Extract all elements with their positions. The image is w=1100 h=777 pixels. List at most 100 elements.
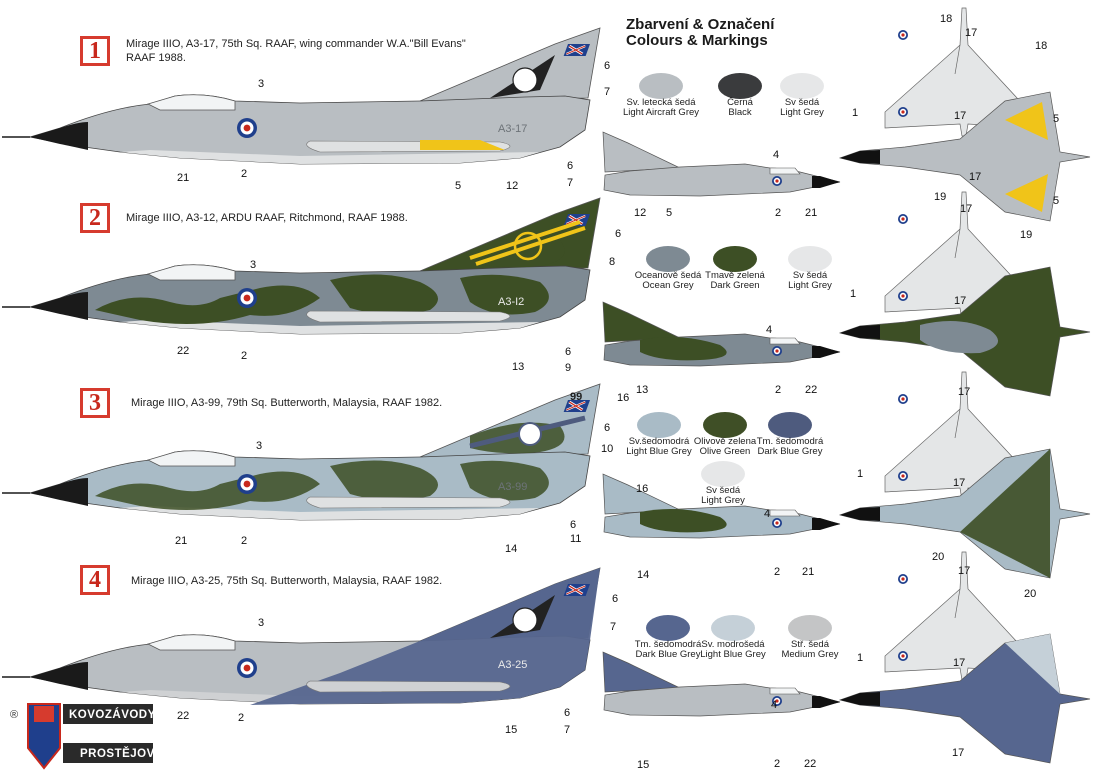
canopy [146, 264, 236, 281]
callout-number: 21 [177, 172, 190, 184]
variant-badge-3: 3 [80, 388, 110, 418]
callout-number: 13 [636, 384, 649, 396]
logo-line-2: PROSTĚJOV [80, 748, 155, 760]
serial-number: A3-17 [498, 123, 527, 135]
callout-number: 2 [775, 384, 782, 396]
callout-number: 1 [852, 107, 859, 119]
callout-number: 15 [505, 724, 518, 736]
canopy [769, 687, 801, 695]
callout-number: 7 [610, 621, 617, 633]
nose-radome [30, 662, 88, 690]
callout-number: 17 [958, 386, 971, 398]
yellow-stripe [420, 140, 505, 150]
roundel [237, 474, 257, 494]
serial-number: A3-25 [498, 659, 527, 671]
callout-number: 14 [637, 569, 650, 581]
callout-number: 5 [1053, 113, 1060, 125]
side-profile-2 [2, 197, 601, 335]
camouflage-patch [330, 460, 438, 501]
callout-number: 21 [802, 566, 815, 578]
roundel [237, 658, 257, 678]
callout-number: 17 [953, 657, 966, 669]
callout-number: 21 [175, 535, 188, 547]
callout-number: 6 [565, 346, 572, 358]
nose-radome [840, 692, 880, 706]
fin-flag [562, 42, 592, 58]
callout-number: 9 [565, 362, 572, 374]
small-profile-3 [602, 473, 841, 539]
logo-bar-top [63, 704, 153, 724]
dark-blue-scheme [250, 568, 600, 705]
color-swatch [780, 73, 824, 99]
color-swatch [788, 615, 832, 641]
bottom-view-2 [839, 266, 1091, 397]
variant-caption-1: Mirage IIIO, A3-17, 75th Sq. RAAF, wing … [126, 38, 466, 50]
nose-radome [840, 325, 880, 339]
variant-badge-4: 4 [80, 565, 110, 595]
callout-number: 18 [1035, 40, 1048, 52]
yellow-triangle [1005, 174, 1048, 212]
camouflage-patch [960, 449, 1050, 578]
nose-radome [30, 122, 88, 150]
fin-emblem-circle [518, 422, 542, 446]
callout-number: 16 [617, 392, 630, 404]
roundel [898, 30, 908, 40]
fin [602, 131, 681, 173]
drop-tank [306, 680, 511, 693]
callout-number: 7 [564, 724, 571, 736]
camouflage-patch [920, 321, 998, 354]
belly [120, 320, 540, 334]
side-profile-3 [2, 383, 601, 521]
logo-k-block [34, 706, 54, 722]
callout-number: 19 [1020, 229, 1033, 241]
color-swatch [646, 246, 690, 272]
camouflage-patch [640, 508, 727, 533]
callout-number: 20 [932, 551, 945, 563]
callout-number: 2 [241, 168, 248, 180]
canopy [146, 450, 236, 467]
callout-number: 4 [771, 699, 778, 711]
callout-number: 6 [604, 422, 611, 434]
roundel [772, 176, 782, 186]
fin-emblem-circle [513, 231, 543, 261]
variant-caption-1b: RAAF 1988. [126, 52, 186, 64]
bottom-view-4 [839, 633, 1091, 764]
callout-number: 2 [774, 566, 781, 578]
callout-number: 11 [570, 533, 582, 545]
color-swatch [639, 73, 683, 99]
canopy [769, 167, 801, 175]
callout-number: 16 [636, 483, 649, 495]
belly [120, 506, 540, 520]
fin-emblem-circle [512, 67, 538, 93]
callout-number: 5 [666, 207, 673, 219]
callout-number: 17 [960, 203, 973, 215]
tail-number: 99 [570, 391, 582, 403]
nose-radome [812, 518, 840, 530]
variant-caption-4: Mirage IIIO, A3-25, 75th Sq. Butterworth… [131, 575, 443, 587]
roundel [898, 291, 908, 301]
roundel [898, 107, 908, 117]
fin [602, 301, 681, 343]
registered-mark: ® [10, 709, 19, 721]
camouflage-patch [460, 460, 549, 501]
callout-number: 6 [564, 707, 571, 719]
variant-badge-2: 2 [80, 203, 110, 233]
callout-number: 3 [256, 440, 263, 452]
color-swatch [713, 246, 757, 272]
callout-number: 20 [1024, 588, 1037, 600]
variant-caption-3: Mirage IIIO, A3-99, 79th Sq. Butterworth… [131, 397, 443, 409]
callout-number: 17 [954, 110, 967, 122]
callout-number: 22 [177, 345, 190, 357]
nose-radome [812, 696, 840, 708]
color-swatch [711, 615, 755, 641]
bottom-view-1 [839, 91, 1091, 222]
drop-tank [306, 496, 511, 509]
belly [120, 150, 540, 164]
callout-number: 4 [773, 149, 780, 161]
callout-number: 1 [857, 652, 864, 664]
